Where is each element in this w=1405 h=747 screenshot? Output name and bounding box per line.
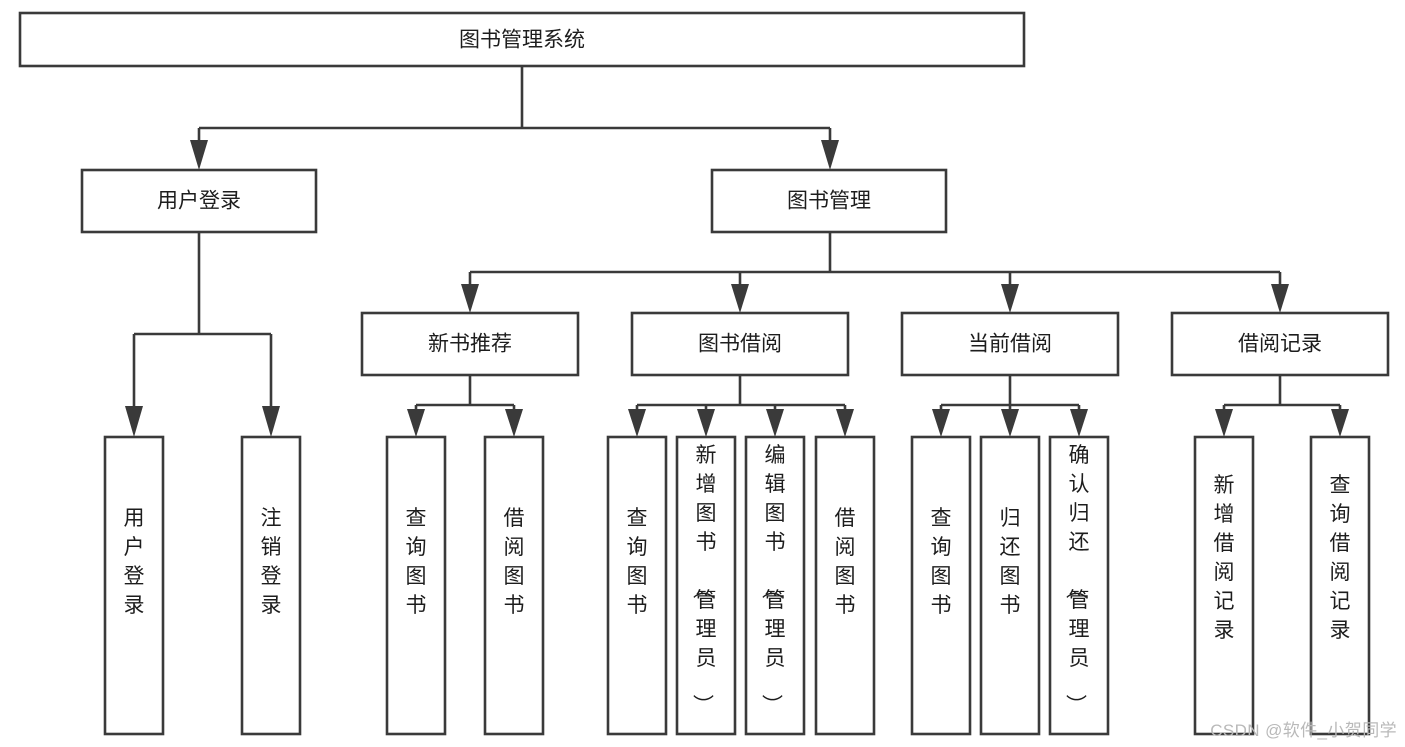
node-book-manage-label: 图书管理	[787, 190, 871, 213]
arrow-head-user-login	[190, 140, 208, 170]
node-leaf-borrow-book-1-label: 借阅图书	[504, 507, 525, 617]
node-leaf-confirm-return-label: 确认归还（管理员）	[1064, 444, 1090, 715]
arrow-head-book-manage	[821, 140, 839, 170]
node-leaf-query-book-1[interactable]: 查询图书	[385, 435, 447, 736]
arrow-head-leaf-query-book-2	[628, 409, 646, 437]
arrow-head-leaf-add-book	[697, 409, 715, 437]
node-leaf-add-record[interactable]: 新增借阅记录	[1193, 435, 1255, 736]
arrow-head-borrow-record	[1271, 284, 1289, 313]
connector-layer	[125, 66, 1349, 437]
node-leaf-edit-book[interactable]: 编辑图书（管理员）	[744, 435, 806, 736]
arrow-head-leaf-add-record	[1215, 409, 1233, 437]
node-leaf-edit-book-box[interactable]	[744, 435, 806, 736]
node-leaf-query-book-2[interactable]: 查询图书	[606, 435, 668, 736]
node-leaf-return-book-box[interactable]	[979, 435, 1041, 736]
node-leaf-confirm-return[interactable]: 确认归还（管理员）	[1048, 435, 1110, 736]
node-leaf-return-book-label: 归还图书	[1000, 507, 1021, 617]
node-leaf-query-record-box[interactable]	[1309, 435, 1371, 736]
node-root[interactable]: 图书管理系统	[18, 11, 1026, 68]
arrow-head-book-borrow	[731, 284, 749, 313]
node-current-borrow-label: 当前借阅	[968, 333, 1052, 356]
node-new-book-recommend[interactable]: 新书推荐	[360, 311, 580, 377]
arrow-head-new-book-recommend	[461, 284, 479, 313]
node-leaf-query-book-2-label: 查询图书	[627, 507, 648, 617]
node-borrow-record[interactable]: 借阅记录	[1170, 311, 1390, 377]
node-leaf-borrow-book-2-box[interactable]	[814, 435, 876, 736]
node-book-borrow-box[interactable]	[630, 311, 850, 377]
node-book-manage[interactable]: 图书管理	[710, 168, 948, 234]
arrow-head-leaf-borrow-book-1	[505, 409, 523, 437]
node-leaf-add-book[interactable]: 新增图书（管理员）	[675, 435, 737, 736]
node-book-borrow[interactable]: 图书借阅	[630, 311, 850, 377]
node-leaf-add-book-label: 新增图书（管理员）	[691, 444, 717, 715]
node-leaf-query-book-1-label: 查询图书	[406, 507, 427, 617]
arrow-head-current-borrow	[1001, 284, 1019, 313]
node-leaf-edit-book-label: 编辑图书（管理员）	[760, 444, 786, 715]
node-borrow-record-label: 借阅记录	[1238, 333, 1322, 356]
node-leaf-query-book-3[interactable]: 查询图书	[910, 435, 972, 736]
node-current-borrow[interactable]: 当前借阅	[900, 311, 1120, 377]
node-leaf-borrow-book-1-box[interactable]	[483, 435, 545, 736]
arrow-head-leaf-logout-login	[262, 406, 280, 437]
node-leaf-add-record-label: 新增借阅记录	[1214, 474, 1235, 642]
node-leaf-query-book-3-box[interactable]	[910, 435, 972, 736]
csdn-watermark: CSDN @软件_小贺同学	[1210, 721, 1397, 740]
node-new-book-recommend-label: 新书推荐	[428, 333, 512, 356]
node-leaf-query-book-3-label: 查询图书	[931, 507, 952, 617]
node-borrow-record-box[interactable]	[1170, 311, 1390, 377]
arrow-head-leaf-borrow-book-2	[836, 409, 854, 437]
node-leaf-logout-login[interactable]: 注销登录	[240, 435, 302, 736]
node-leaf-borrow-book-1[interactable]: 借阅图书	[483, 435, 545, 736]
node-leaf-add-book-box[interactable]	[675, 435, 737, 736]
node-leaf-add-record-box[interactable]	[1193, 435, 1255, 736]
node-leaf-query-book-1-box[interactable]	[385, 435, 447, 736]
node-leaf-borrow-book-2[interactable]: 借阅图书	[814, 435, 876, 736]
node-new-book-recommend-box[interactable]	[360, 311, 580, 377]
node-user-login-box[interactable]	[80, 168, 318, 234]
node-root-box[interactable]	[18, 11, 1026, 68]
node-leaf-query-record-label: 查询借阅记录	[1330, 474, 1351, 642]
arrow-head-leaf-query-book-3	[932, 409, 950, 437]
node-leaf-return-book[interactable]: 归还图书	[979, 435, 1041, 736]
node-leaf-user-login-label: 用户登录	[124, 507, 145, 617]
node-leaf-confirm-return-box[interactable]	[1048, 435, 1110, 736]
node-user-login[interactable]: 用户登录	[80, 168, 318, 234]
arrow-head-leaf-user-login	[125, 406, 143, 437]
arrow-head-leaf-return-book	[1001, 409, 1019, 437]
arrow-head-leaf-query-book-1	[407, 409, 425, 437]
node-leaf-query-record[interactable]: 查询借阅记录	[1309, 435, 1371, 736]
node-leaf-user-login[interactable]: 用户登录	[103, 435, 165, 736]
arrow-head-leaf-query-record	[1331, 409, 1349, 437]
node-leaf-logout-login-box[interactable]	[240, 435, 302, 736]
node-current-borrow-box[interactable]	[900, 311, 1120, 377]
node-book-borrow-label: 图书借阅	[698, 333, 782, 356]
node-leaf-user-login-box[interactable]	[103, 435, 165, 736]
node-leaf-borrow-book-2-label: 借阅图书	[835, 507, 856, 617]
node-leaf-query-book-2-box[interactable]	[606, 435, 668, 736]
arrow-head-leaf-edit-book	[766, 409, 784, 437]
node-user-login-label: 用户登录	[157, 190, 241, 213]
node-book-manage-box[interactable]	[710, 168, 948, 234]
node-root-label: 图书管理系统	[459, 29, 585, 52]
node-leaf-logout-login-label: 注销登录	[261, 507, 282, 617]
arrow-head-leaf-confirm-return	[1070, 409, 1088, 437]
